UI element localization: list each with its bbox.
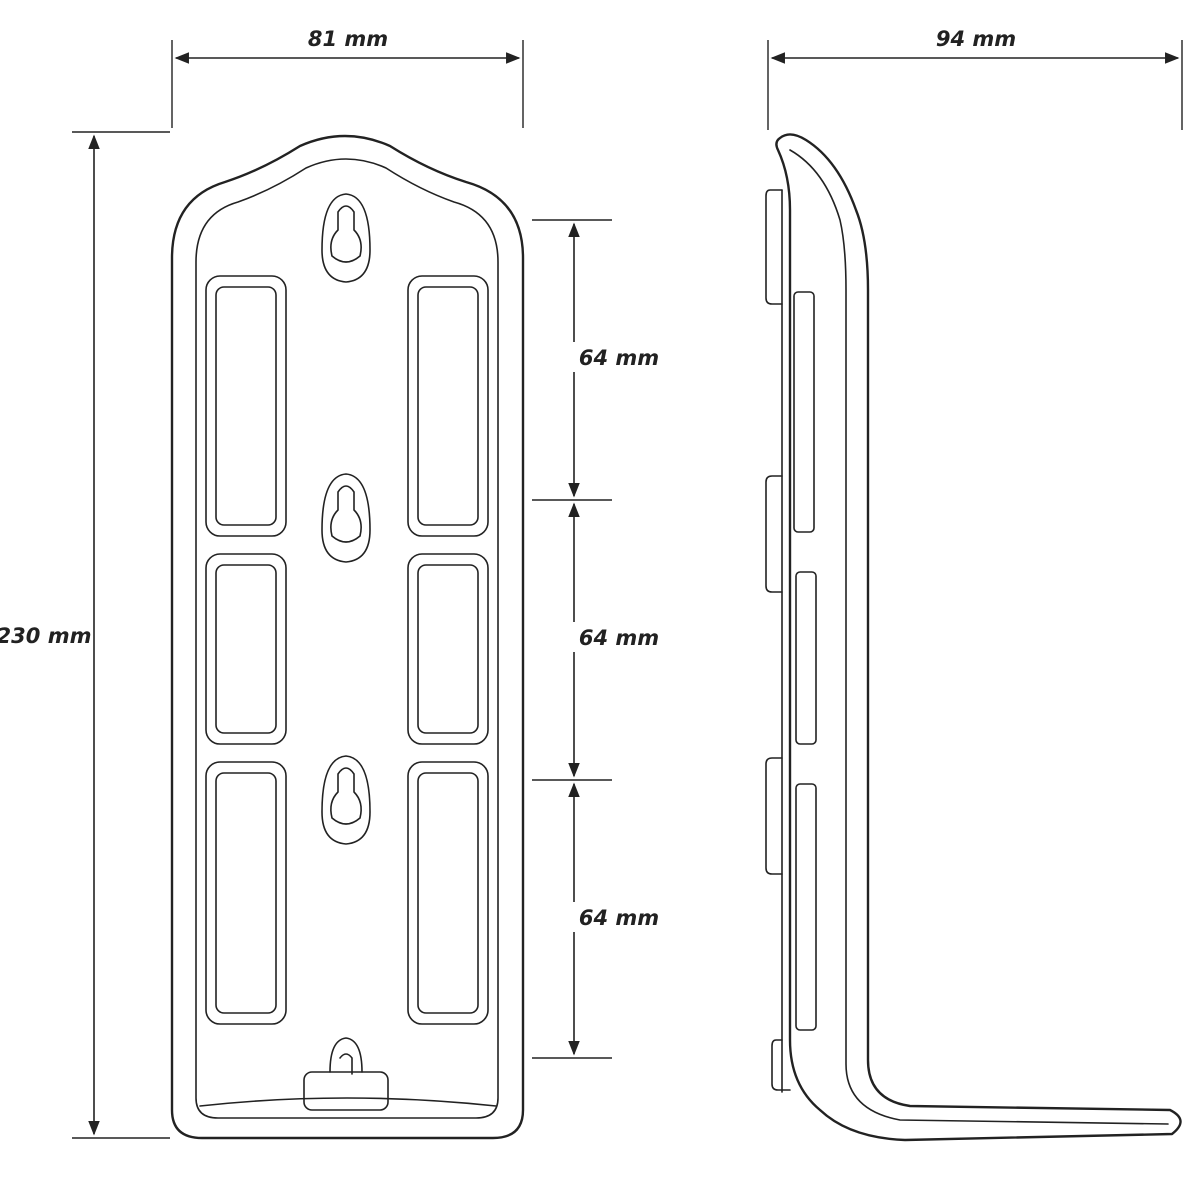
- spacing-1-label: 64 mm: [579, 346, 659, 370]
- width-label: 81 mm: [308, 27, 388, 51]
- spacing-2-label: 64 mm: [579, 626, 659, 650]
- spacing-3-label: 64 mm: [579, 906, 659, 930]
- front-slots-left: [205, 275, 287, 1025]
- side-tab-middle: [765, 475, 783, 593]
- side-tab-lower: [765, 757, 783, 875]
- side-tab-bottom: [771, 1039, 791, 1091]
- side-view: 94 mm: [765, 27, 1183, 1142]
- side-slot-1: [793, 291, 815, 533]
- front-bottom-lip: [199, 1097, 497, 1107]
- side-profile-inner: [789, 149, 1169, 1125]
- side-profile-outer: [775, 133, 1182, 1142]
- height-label: 230 mm: [0, 624, 91, 648]
- keyhole-lower: [321, 755, 371, 845]
- depth-label: 94 mm: [936, 27, 1016, 51]
- front-slots-right: [407, 275, 489, 1025]
- side-slot-3: [795, 783, 817, 1031]
- side-tab-top: [765, 189, 783, 305]
- keyhole-middle: [321, 473, 371, 563]
- front-inner-outline: [195, 158, 499, 1119]
- front-view: 81 mm 230 mm 64 mm 64 mm 64 mm: [0, 27, 660, 1140]
- keyhole-bottom-tab: [303, 1037, 389, 1111]
- front-outer-outline: [170, 134, 525, 1140]
- keyhole-top: [321, 193, 371, 283]
- side-slot-2: [795, 571, 817, 745]
